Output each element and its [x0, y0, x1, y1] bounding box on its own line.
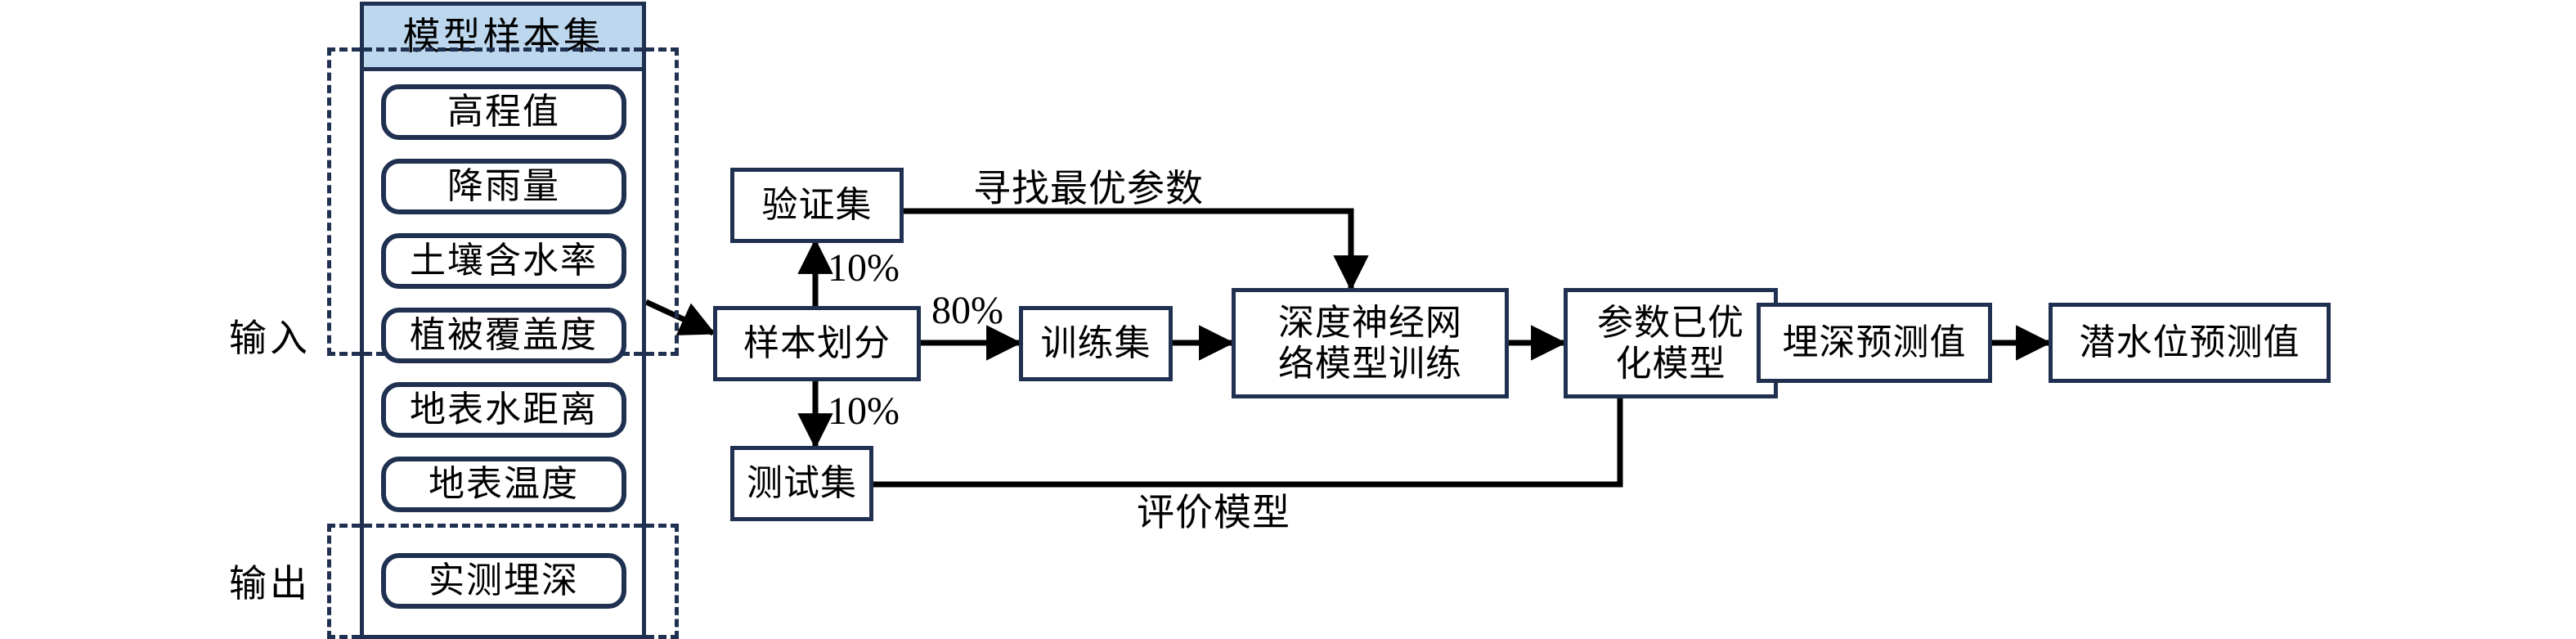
flow-node-training-set[interactable]: 训练集 — [1019, 306, 1173, 381]
flow-node-optimized-model[interactable]: 参数已优 化模型 — [1564, 288, 1778, 398]
input-side-label: 输入 — [229, 317, 311, 359]
input-feature-vegetation-cover[interactable]: 植被覆盖度 — [381, 308, 626, 363]
output-group-dashed-outline — [327, 524, 679, 639]
input-feature-rainfall[interactable]: 降雨量 — [381, 159, 626, 214]
input-feature-soil-moisture[interactable]: 土壤含水率 — [381, 233, 626, 289]
edge-label-test-percent: 10% — [828, 389, 900, 433]
flow-node-depth-prediction[interactable]: 埋深预测值 — [1757, 303, 1992, 383]
edge-label-evaluate-model: 评价模型 — [1137, 492, 1290, 533]
edge-label-train-percent: 80% — [931, 289, 1003, 332]
flow-node-validation-set[interactable]: 验证集 — [730, 168, 904, 243]
edge-label-validation-percent: 10% — [828, 246, 900, 290]
input-feature-land-surface-temperature[interactable]: 地表温度 — [381, 457, 626, 512]
output-side-label: 输出 — [229, 563, 311, 605]
edge-validation-to-dnn — [904, 208, 1369, 291]
output-feature-measured-depth[interactable]: 实测埋深 — [381, 553, 626, 609]
edge-label-find-best-params: 寻找最优参数 — [973, 168, 1204, 209]
input-feature-surface-water-distance[interactable]: 地表水距离 — [381, 382, 626, 438]
flow-node-test-set[interactable]: 测试集 — [730, 446, 873, 521]
input-feature-elevation[interactable]: 高程值 — [381, 84, 626, 140]
edge-test-to-optimized — [873, 398, 1623, 488]
flow-node-dnn-model-training[interactable]: 深度神经网 络模型训练 — [1232, 288, 1509, 398]
flow-node-water-level-prediction[interactable]: 潜水位预测值 — [2049, 303, 2331, 383]
flow-node-sample-split[interactable]: 样本划分 — [713, 306, 921, 381]
